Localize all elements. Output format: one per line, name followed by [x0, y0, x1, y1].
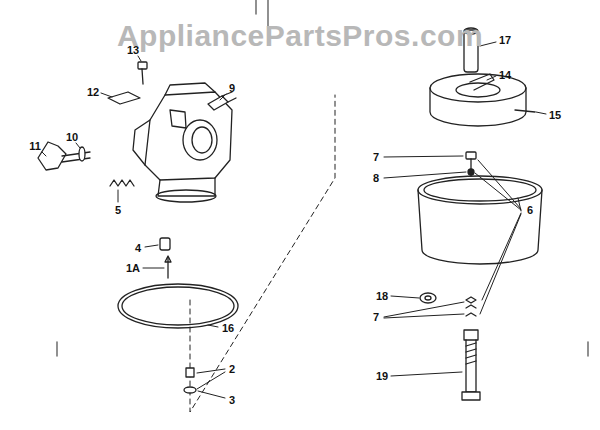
callout-number: 12	[87, 87, 99, 98]
watermark: AppliancePartsPros.com	[117, 21, 483, 51]
callout-number: 15	[549, 110, 561, 121]
callout-number: 5	[115, 205, 121, 216]
callout-number: 3	[229, 395, 235, 406]
callout-number: 10	[66, 132, 78, 143]
callout-number: 1A	[126, 263, 140, 274]
callout-number: 4	[135, 243, 141, 254]
callout-number: 8	[373, 173, 379, 184]
callout-number: 19	[376, 371, 388, 382]
callout-number: 2	[229, 364, 235, 375]
callout-number: 11	[29, 141, 41, 152]
callout-number: 16	[222, 323, 234, 334]
callout-number: 18	[376, 291, 388, 302]
callout-number: 13	[127, 45, 139, 56]
callout-number: 7	[373, 312, 379, 323]
callout-number: 17	[499, 35, 511, 46]
callout-number: 9	[229, 83, 235, 94]
callout-number: 7	[373, 152, 379, 163]
callout-number: 6	[527, 205, 533, 216]
callout-number: 14	[499, 70, 511, 81]
